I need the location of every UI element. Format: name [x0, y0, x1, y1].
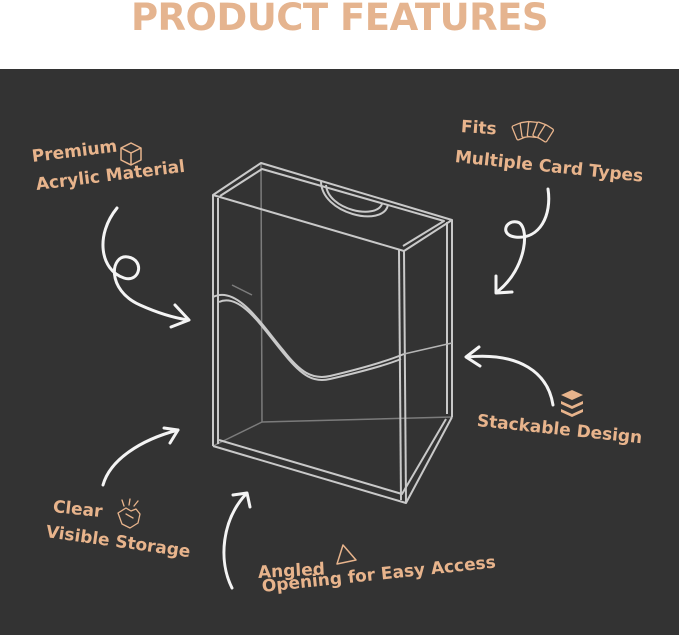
arrow-premium [101, 206, 190, 322]
stack-layers-icon [561, 390, 583, 417]
hand-touch-icon [117, 498, 141, 529]
arrowhead-stackable [464, 345, 482, 368]
arrow-clear [101, 428, 180, 487]
arrowhead-premium [169, 303, 191, 329]
acrylic-case [212, 162, 453, 504]
arrowhead-fits [494, 274, 514, 295]
page-title: PRODUCT FEATURES [130, 0, 549, 39]
arrow-stackable [465, 354, 555, 407]
arrowhead-angled [231, 491, 252, 509]
header: PRODUCT FEATURES [0, 0, 679, 69]
arrow-angled [222, 492, 248, 590]
feature-panel [0, 69, 679, 635]
triangle-icon [336, 544, 357, 565]
playing-cards-icon [511, 120, 555, 143]
cube-icon [120, 142, 142, 166]
feature-fits-line1: Fits [460, 117, 498, 140]
arrowhead-clear [162, 426, 180, 445]
arrow-fits [495, 187, 551, 294]
